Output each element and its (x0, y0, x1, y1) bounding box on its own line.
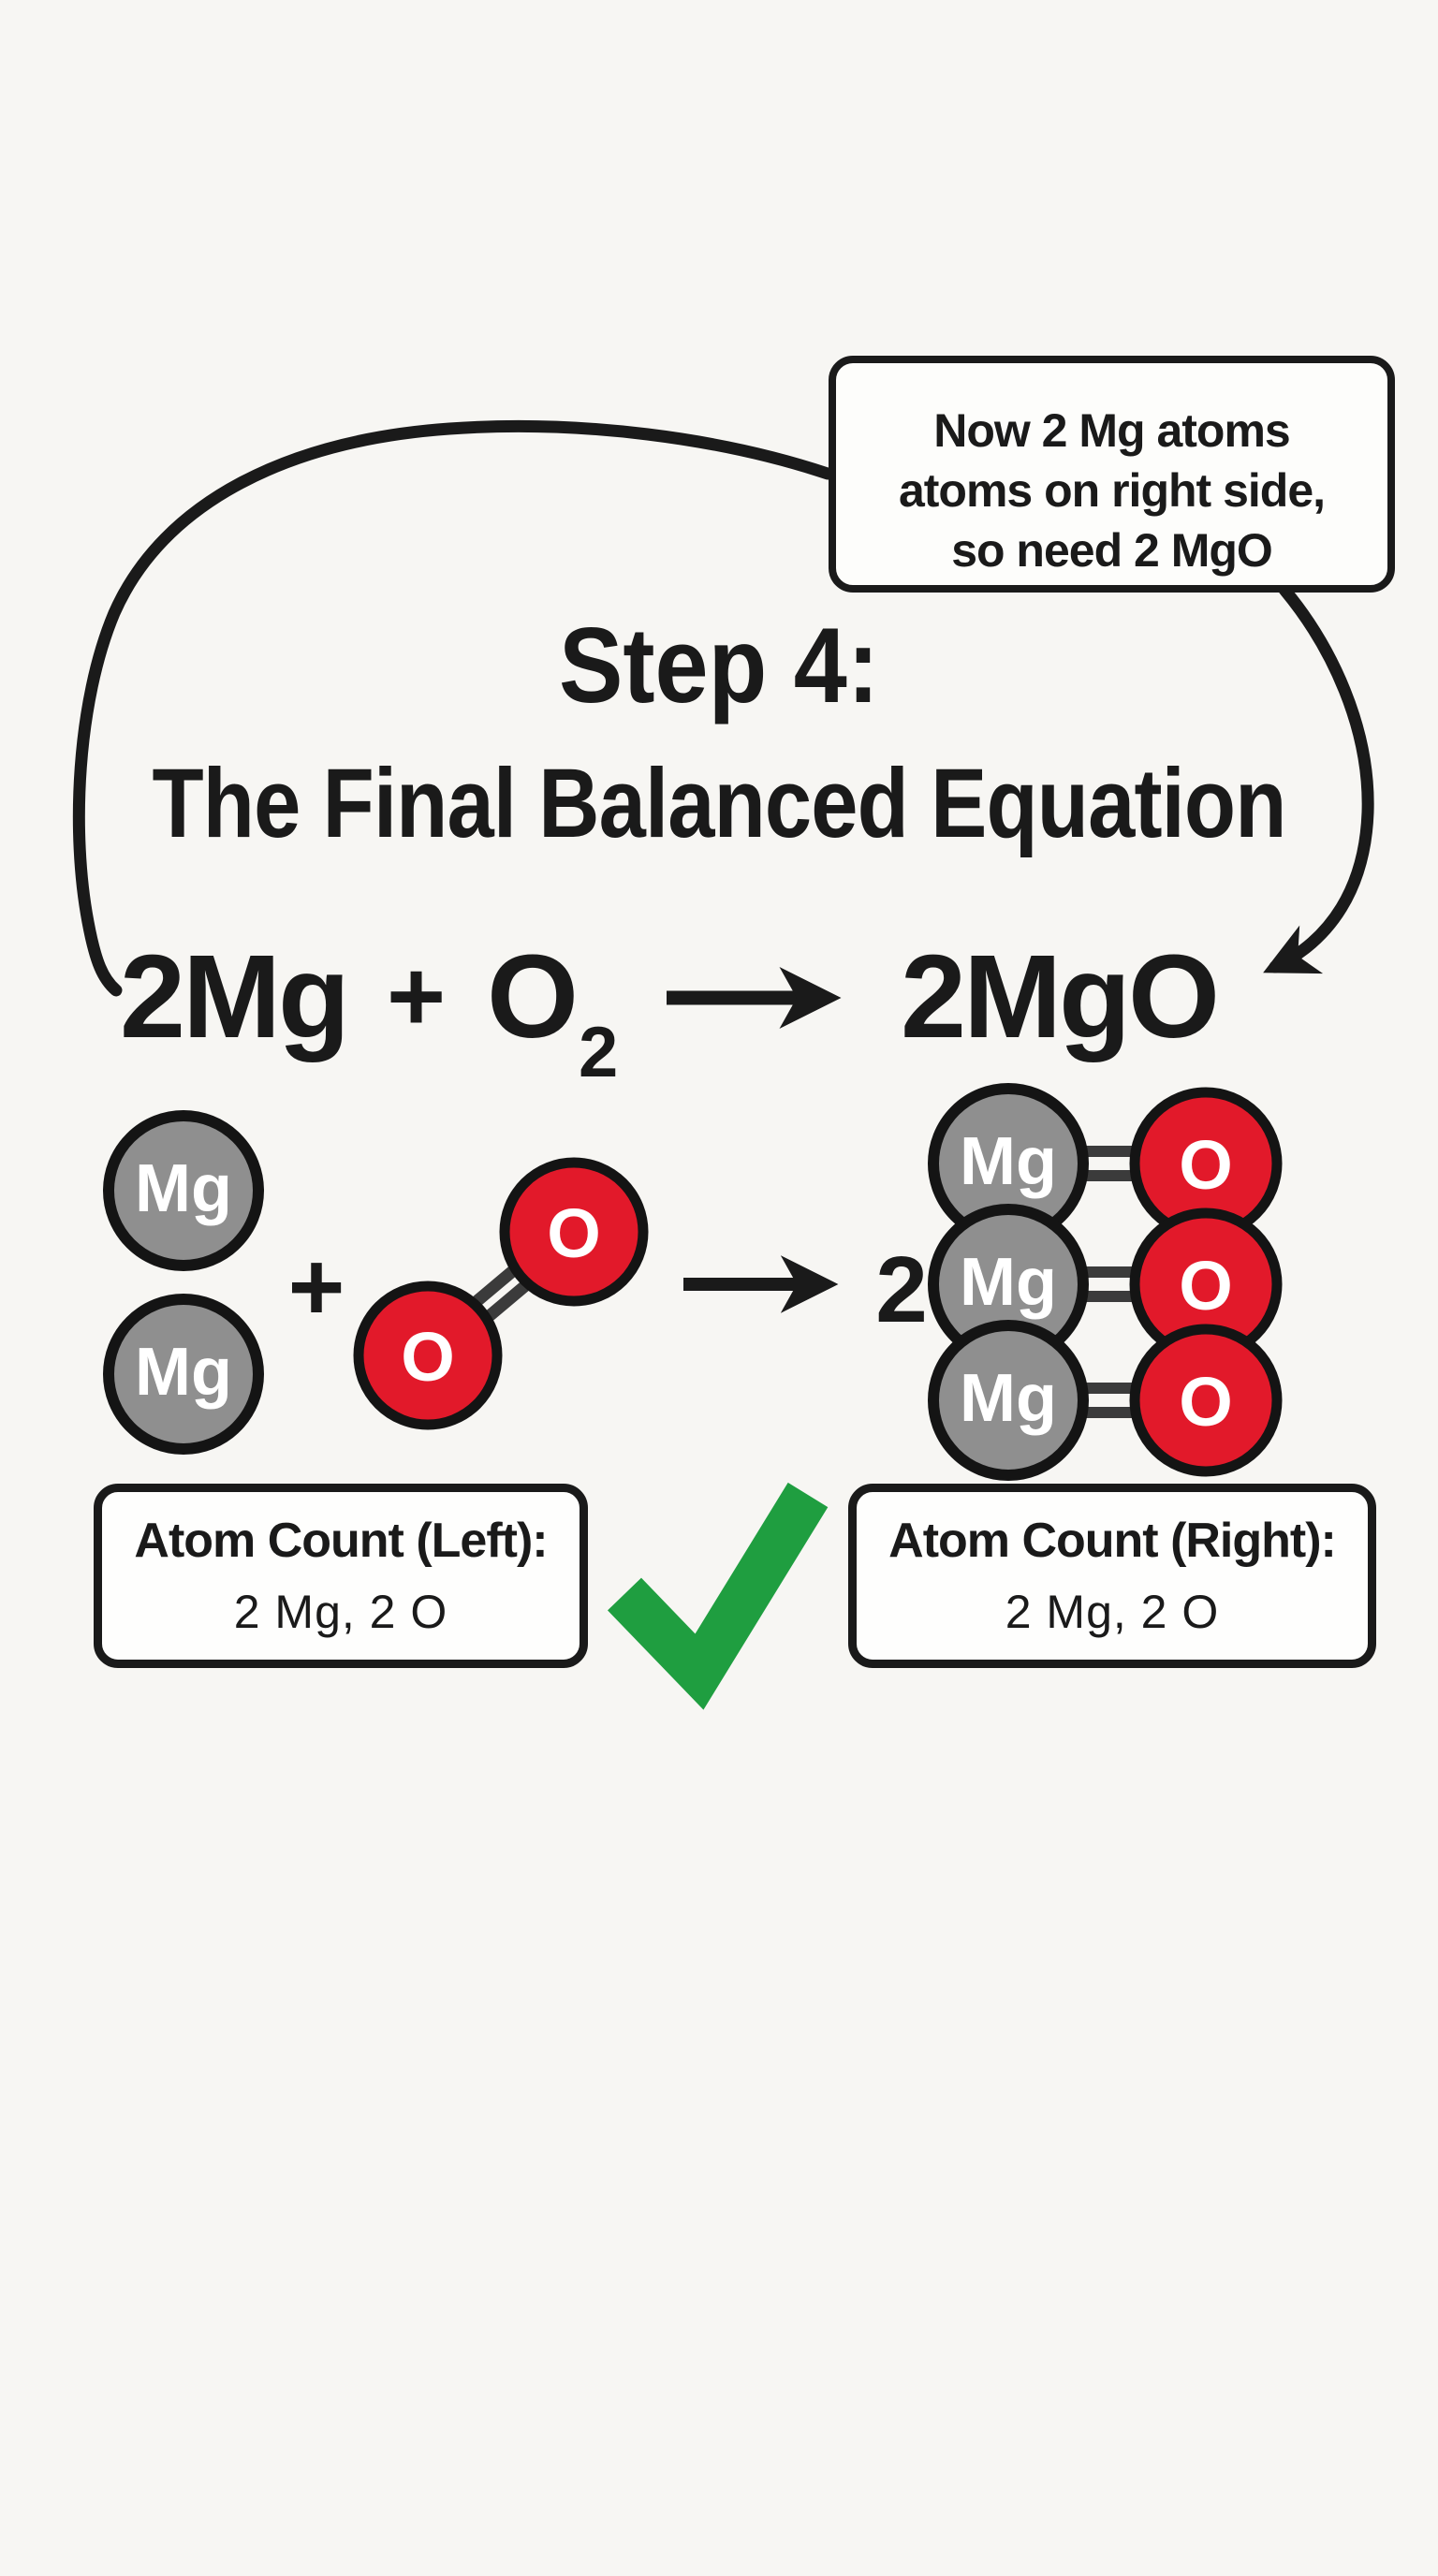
svg-text:Mg: Mg (960, 1245, 1057, 1320)
svg-text:O: O (1179, 1247, 1233, 1325)
product-coefficient: 2 (875, 1237, 928, 1342)
callout-line: so need 2 MgO (951, 524, 1273, 577)
callout-arrow-to-product-icon (1263, 583, 1374, 974)
o-atom: O (499, 1157, 649, 1307)
svg-text:O: O (401, 1318, 455, 1396)
o2-symbol: O (487, 930, 580, 1062)
equation-product: 2MgO (901, 930, 1220, 1062)
atom-count-right-box: Atom Count (Right): 2 Mg, 2 O (848, 1484, 1376, 1668)
o2-subscript: 2 (579, 1013, 619, 1092)
svg-text:Mg: Mg (960, 1361, 1057, 1436)
mg-atom: Mg (103, 1294, 264, 1455)
mgo-pair-row: Mg O (928, 1320, 1283, 1481)
page-title: The Final Balanced Equation (152, 749, 1286, 858)
green-checkmark-icon (608, 1482, 829, 1710)
atom-count-right-value: 2 Mg, 2 O (1005, 1586, 1220, 1639)
callout-line: Now 2 Mg atoms (933, 404, 1290, 457)
hand-drawn-curve-left (72, 419, 834, 997)
molecule-plus-sign: + (288, 1233, 345, 1341)
atom-count-left-title: Atom Count (Left): (134, 1514, 548, 1568)
callout-bubble: Now 2 Mg atoms atoms on right side, so n… (829, 356, 1395, 593)
mgo-pair-row: Mg O (928, 1204, 1283, 1365)
svg-text:O: O (1179, 1126, 1233, 1204)
atom-count-left-value: 2 Mg, 2 O (233, 1586, 448, 1639)
equation-plus-sign: + (387, 939, 447, 1052)
svg-text:O: O (1179, 1363, 1233, 1441)
svg-text:Mg: Mg (135, 1151, 232, 1226)
svg-text:O: O (547, 1194, 601, 1272)
atom-count-left-box: Atom Count (Left): 2 Mg, 2 O (94, 1484, 588, 1668)
mg-atom: Mg (103, 1110, 264, 1271)
atom-count-right-title: Atom Count (Right): (888, 1514, 1337, 1568)
o-atom: O (353, 1281, 503, 1430)
equation-reactant-o2: O2 (487, 938, 618, 1089)
equation-reactant-mg: 2Mg (120, 930, 350, 1062)
step-title: Step 4: (558, 607, 880, 725)
svg-text:Mg: Mg (135, 1335, 232, 1410)
callout-line: atoms on right side, (898, 464, 1326, 517)
svg-text:Mg: Mg (960, 1124, 1057, 1199)
